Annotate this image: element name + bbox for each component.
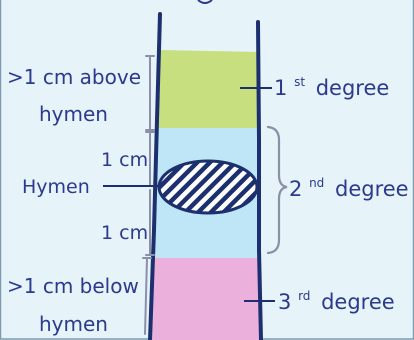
above-hymen-label-line1: >1 cm above: [7, 65, 141, 89]
lower-one-cm-label: 1 cm: [101, 222, 148, 244]
second-degree-number: 2: [289, 177, 302, 201]
hymen-label: Hymen: [22, 176, 90, 198]
above-hymen-label-line2: hymen: [39, 102, 108, 126]
hymen-shape: [159, 161, 257, 213]
third-degree-suffix: rd: [298, 289, 310, 303]
third-degree-zone: [150, 258, 259, 340]
third-degree-word: degree: [321, 290, 395, 314]
first-degree-suffix: st: [294, 75, 305, 89]
below-hymen-label-line2: hymen: [39, 312, 108, 336]
second-degree-word: degree: [335, 177, 409, 201]
first-degree-word: degree: [316, 76, 390, 100]
second-degree-suffix: nd: [309, 176, 324, 190]
first-degree-number: 1: [274, 76, 287, 100]
upper-one-cm-label: 1 cm: [101, 149, 148, 171]
below-hymen-label-line1: >1 cm below: [7, 274, 139, 298]
third-degree-number: 3: [278, 290, 291, 314]
